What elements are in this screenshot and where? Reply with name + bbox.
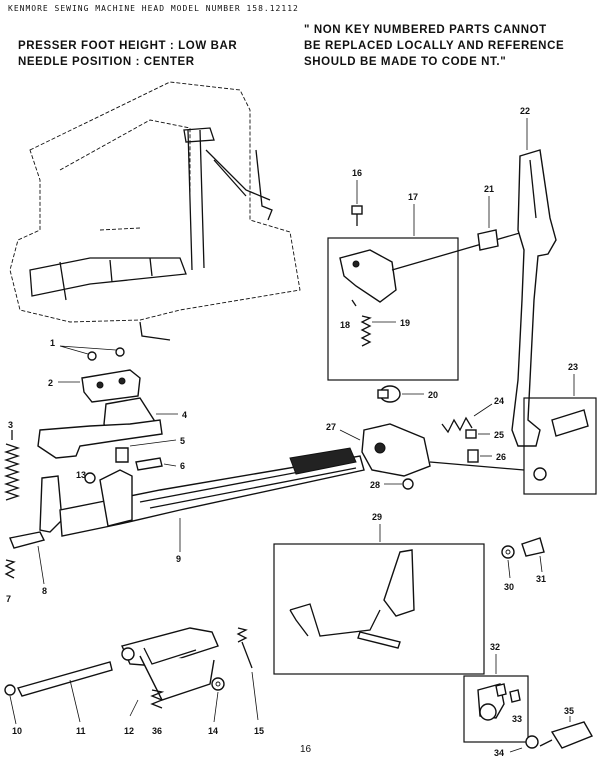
part-20-collar [377, 385, 424, 403]
spec-needle-position: NEEDLE POSITION : CENTER [18, 56, 195, 68]
callout-8: 8 [42, 586, 47, 596]
callout-36: 36 [152, 726, 162, 736]
header-title: KENMORE SEWING MACHINE HEAD MODEL NUMBER… [8, 4, 299, 13]
callout-27: 27 [326, 422, 336, 432]
part-28-screw [384, 478, 414, 490]
part-13-screw [84, 472, 96, 484]
part-17-box [327, 204, 531, 381]
part-26-screw [467, 449, 492, 463]
callout-35: 35 [564, 706, 574, 716]
callout-10: 10 [12, 726, 22, 736]
part-14-washer [211, 677, 225, 723]
note-line-3: SHOULD BE MADE TO CODE NT." [304, 56, 507, 68]
callout-19: 19 [400, 318, 410, 328]
part-16-screw [351, 180, 363, 226]
part-3-spring [3, 430, 21, 501]
callout-21: 21 [484, 184, 494, 194]
callout-2: 2 [48, 378, 53, 388]
callout-6: 6 [180, 461, 185, 471]
part-10-nut [4, 684, 17, 725]
part-12-feed-block [121, 627, 219, 717]
part-29-box [273, 524, 485, 675]
callout-17: 17 [408, 192, 418, 202]
part-2-bracket [58, 369, 141, 403]
callout-labels: 1 2 3 4 5 6 7 8 9 10 11 12 13 14 15 16 1… [6, 106, 578, 758]
callout-25: 25 [494, 430, 504, 440]
part-25-screw [465, 429, 490, 439]
part-36-spring [150, 689, 165, 709]
machine-head-outline [9, 81, 301, 341]
part-31-screw [521, 537, 545, 573]
callout-26: 26 [496, 452, 506, 462]
part-1-screws [59, 345, 125, 361]
callout-34: 34 [494, 748, 504, 758]
callout-1: 1 [50, 338, 55, 348]
callout-5: 5 [180, 436, 185, 446]
callout-29: 29 [372, 512, 382, 522]
callout-30: 30 [504, 582, 514, 592]
callout-4: 4 [182, 410, 187, 420]
part-23-box [523, 374, 597, 495]
callout-24: 24 [494, 396, 504, 406]
callout-16: 16 [352, 168, 362, 178]
callout-11: 11 [76, 726, 86, 736]
note-line-1: " NON KEY NUMBERED PARTS CANNOT [304, 24, 547, 36]
part-5-roller [115, 439, 177, 463]
part-27-bracket [339, 423, 525, 477]
callout-15: 15 [254, 726, 264, 736]
callout-13: 13 [76, 470, 86, 480]
part-9-shaft-assembly [39, 447, 365, 552]
parts-note: " NON KEY NUMBERED PARTS CANNOT BE REPLA… [304, 22, 604, 70]
part-21-nut [477, 196, 499, 251]
note-line-2: BE REPLACED LOCALLY AND REFERENCE [304, 40, 565, 52]
part-30-washer [501, 545, 515, 579]
callout-28: 28 [370, 480, 380, 490]
part-6-pin [135, 457, 177, 471]
callout-23: 23 [568, 362, 578, 372]
page-number: 16 [300, 744, 312, 755]
part-24-spring [441, 403, 493, 434]
callout-7: 7 [6, 594, 11, 604]
callout-18: 18 [340, 320, 350, 330]
callout-32: 32 [490, 642, 500, 652]
lifter-lever [37, 419, 163, 459]
callout-14: 14 [208, 726, 218, 736]
callout-33: 33 [512, 714, 522, 724]
spec-block: PRESSER FOOT HEIGHT : LOW BAR NEEDLE POS… [18, 38, 237, 70]
spec-presser-foot: PRESSER FOOT HEIGHT : LOW BAR [18, 40, 238, 52]
part-33-screws [495, 683, 521, 703]
part-34-washer [509, 735, 539, 753]
callout-31: 31 [536, 574, 546, 584]
part-8-pin [9, 531, 46, 585]
part-7-spring [4, 559, 16, 579]
part-15-spring [236, 627, 259, 721]
callout-3: 3 [8, 420, 13, 430]
part-35-bracket [539, 716, 594, 749]
part-22-lever [511, 118, 557, 447]
part-11-rod [16, 661, 113, 723]
callout-22: 22 [520, 106, 530, 116]
part-18-part-19-spring [351, 299, 396, 347]
callout-20: 20 [428, 390, 438, 400]
callout-9: 9 [176, 554, 181, 564]
callout-12: 12 [124, 726, 134, 736]
